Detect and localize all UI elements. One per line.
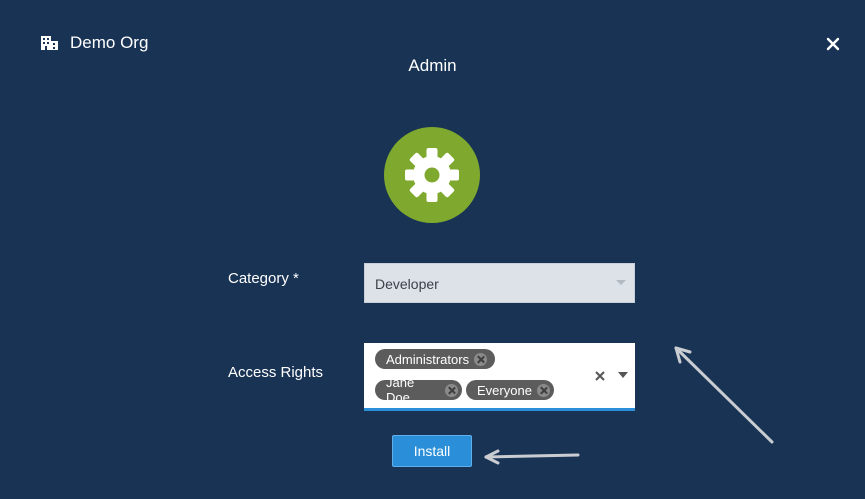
access-chip: Administrators	[375, 349, 495, 369]
gear-icon	[405, 148, 459, 202]
category-value: Developer	[375, 276, 439, 292]
remove-chip-icon[interactable]	[474, 352, 488, 366]
access-rights-multiselect[interactable]: Administrators Jane Doe Everyone	[364, 343, 635, 411]
app-icon-badge	[384, 127, 480, 223]
close-icon[interactable]	[822, 33, 844, 55]
chevron-down-icon[interactable]	[618, 372, 628, 378]
access-chip-label: Everyone	[477, 382, 532, 398]
clear-all-icon[interactable]	[593, 369, 607, 383]
access-rights-label: Access Rights	[228, 364, 324, 381]
install-button[interactable]: Install	[392, 435, 472, 467]
access-chip-label: Jane Doe	[386, 375, 415, 405]
dialog-title: Admin	[408, 56, 457, 75]
access-chip: Everyone	[466, 380, 554, 400]
chevron-down-icon	[616, 280, 626, 285]
category-label: Category *	[228, 270, 299, 287]
org-header: Demo Org	[41, 33, 148, 53]
category-select[interactable]: Developer	[364, 263, 635, 303]
org-name: Demo Org	[70, 33, 149, 52]
remove-chip-icon[interactable]	[536, 383, 550, 397]
access-chip: Jane Doe	[375, 375, 462, 405]
access-chip-label: Administrators	[386, 351, 470, 367]
building-icon	[41, 36, 58, 50]
remove-chip-icon[interactable]	[445, 383, 458, 397]
